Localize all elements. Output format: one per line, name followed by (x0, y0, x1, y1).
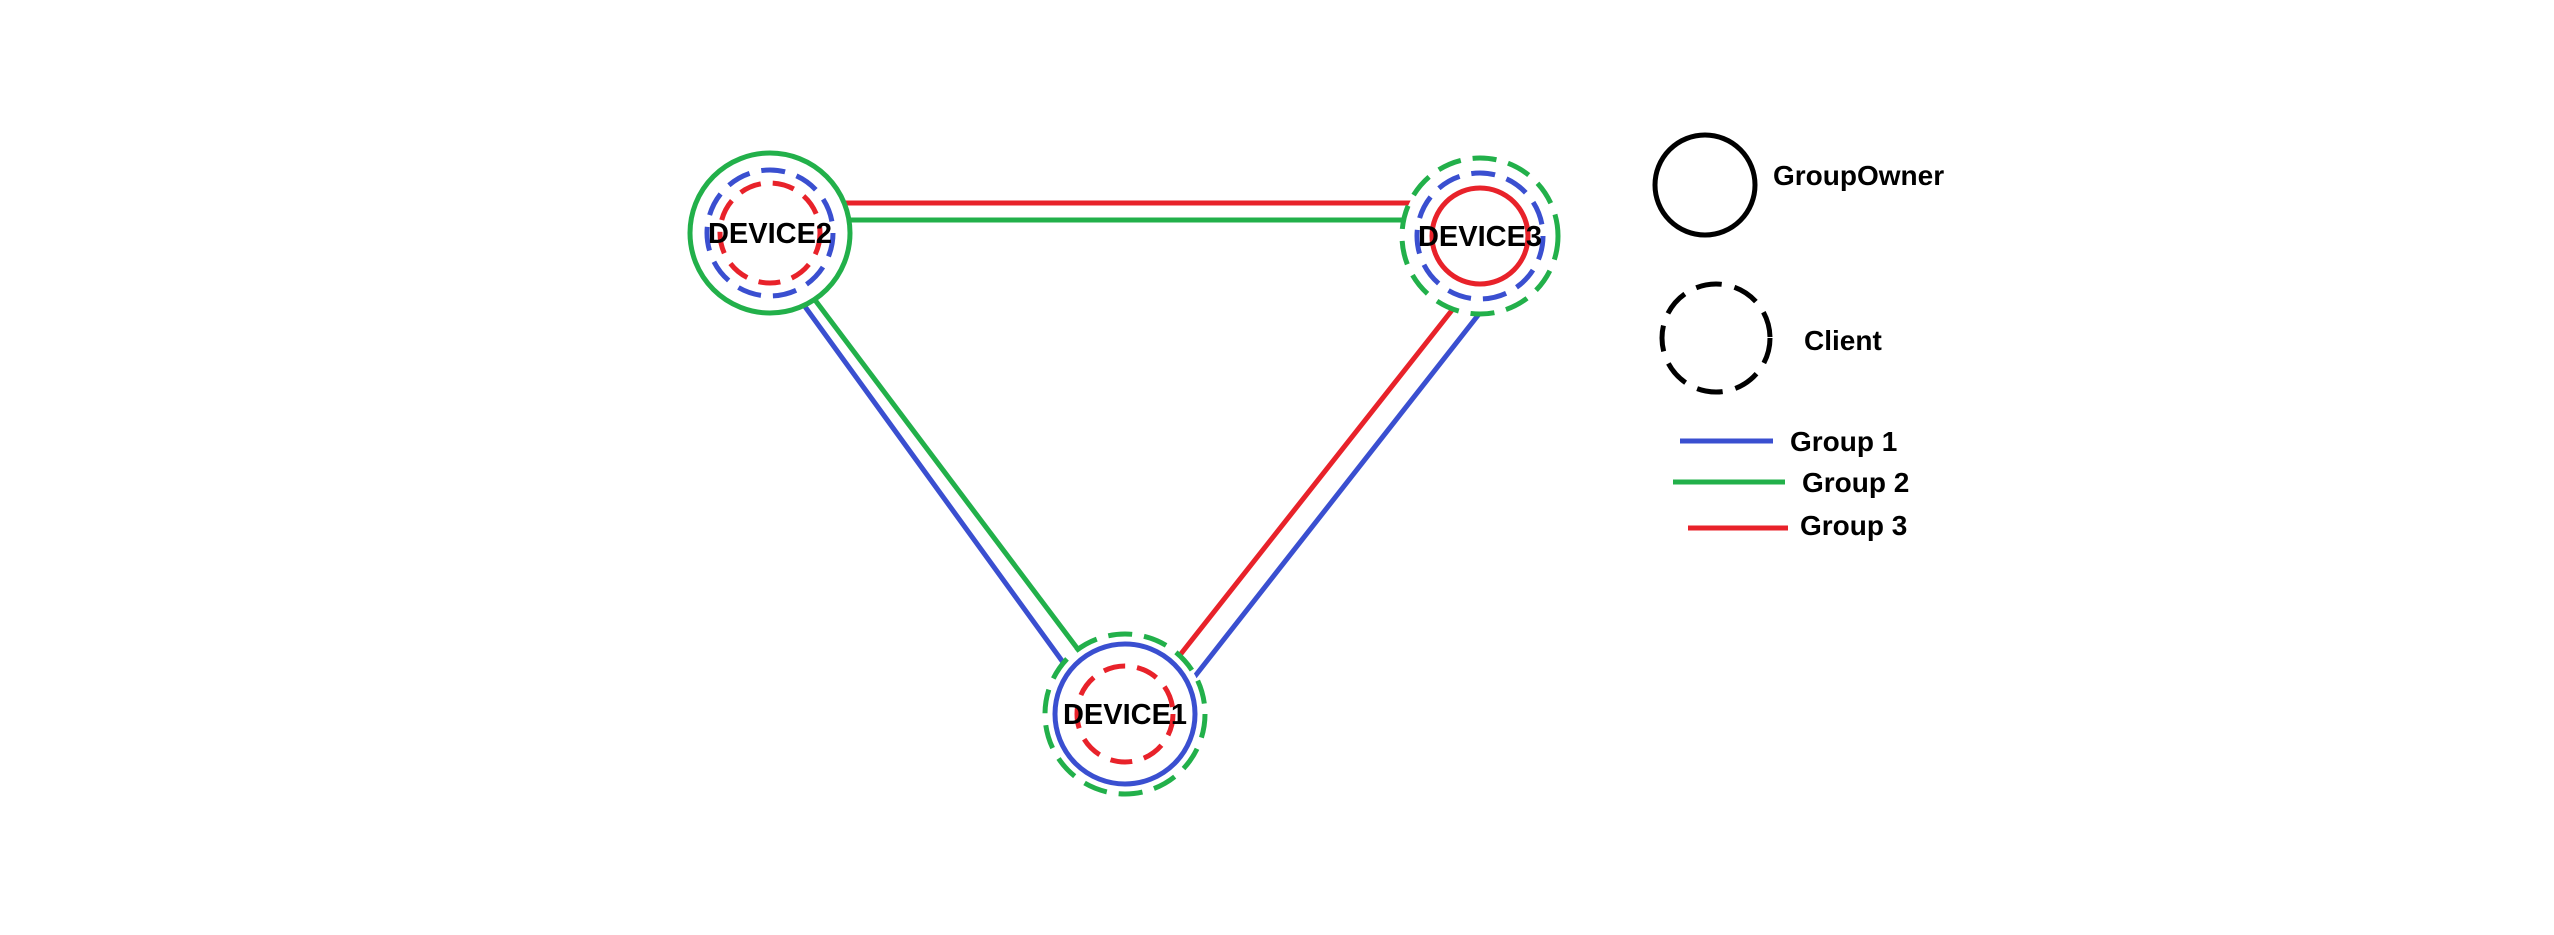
device3-label: DEVICE3 (1418, 221, 1542, 253)
link-device3-device1-group3 (1178, 298, 1462, 657)
legend-group-owner-label: GroupOwner (1773, 160, 1944, 191)
legend-client-label: Client (1804, 325, 1882, 356)
legend: GroupOwner Client Group 1 Group 2 Group … (1652, 132, 1944, 541)
legend-group2-label: Group 2 (1802, 467, 1909, 498)
legend-group-owner-symbol (1652, 132, 1758, 238)
legend-client-symbol (1659, 281, 1773, 395)
device3-node[interactable]: DEVICE3 (1399, 155, 1561, 317)
device1-group3-client-ring (1074, 663, 1176, 765)
legend-group3-label: Group 3 (1800, 510, 1907, 541)
device3-group3-owner-ring (1429, 185, 1531, 287)
link-device2-device1-group2 (813, 298, 1082, 654)
device2-node[interactable]: DEVICE2 (687, 150, 853, 316)
device2-label: DEVICE2 (708, 218, 832, 250)
device2-group3-client-ring (717, 180, 823, 286)
link-device3-device1-group1 (1190, 298, 1492, 682)
links (787, 200, 1492, 682)
device1-label: DEVICE1 (1063, 699, 1187, 731)
legend-group1-label: Group 1 (1790, 426, 1897, 457)
link-device2-device1-group1 (787, 284, 1068, 667)
device1-node[interactable]: DEVICE1 (1042, 631, 1208, 797)
